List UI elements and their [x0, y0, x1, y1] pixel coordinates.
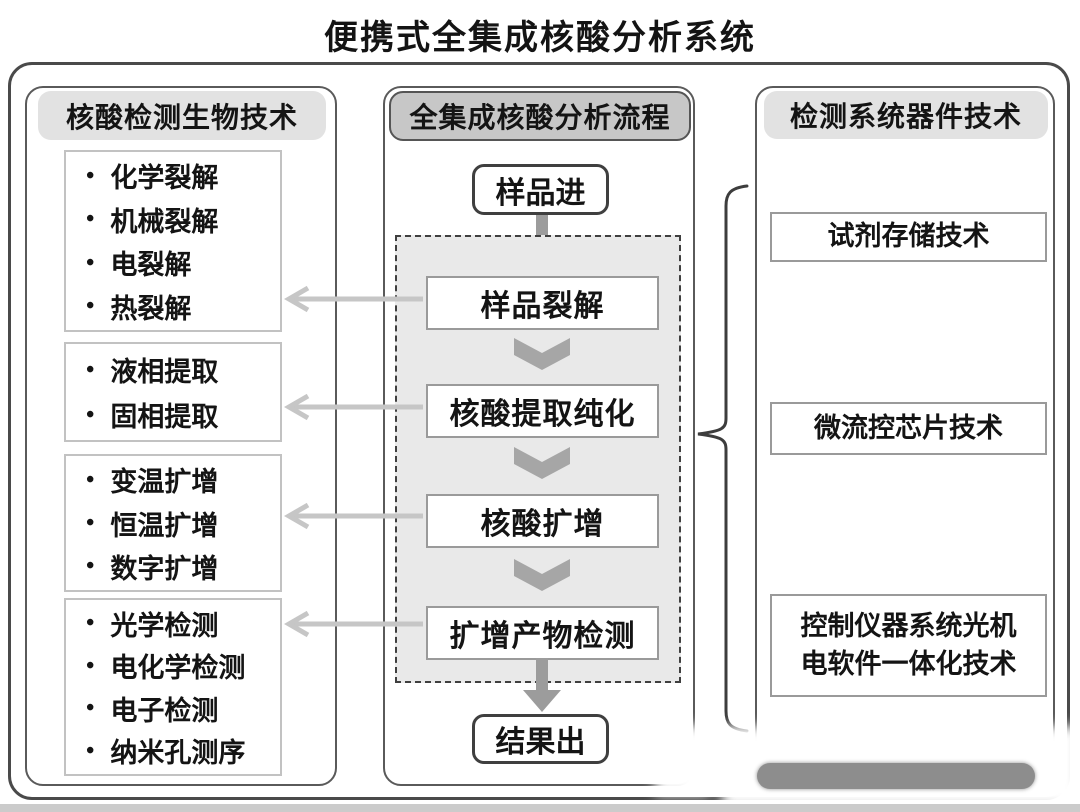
flow-step-product-detection: 扩增产物检测: [426, 606, 659, 660]
list-item: • 电子检测: [86, 689, 280, 728]
device-box-microfluidic-chip: 微流控芯片技术: [770, 402, 1047, 455]
list-item-label: 机械裂解: [110, 206, 219, 237]
link-arrow-left-icon: [284, 393, 423, 421]
link-arrow-left-icon: [284, 610, 423, 638]
list-item: • 电裂解: [86, 243, 280, 282]
curly-brace-icon: [697, 184, 749, 733]
bullet-icon: •: [86, 356, 95, 383]
list-item-label: 电裂解: [110, 250, 192, 281]
watermark-bar: [757, 763, 1035, 789]
panel-analysis-flow: 全集成核酸分析流程 样品进 样品裂解 核酸提取纯化 核酸扩增 扩增产物检测: [383, 86, 695, 786]
bullet-icon: •: [86, 162, 95, 189]
list-item-label: 纳米孔测序: [110, 738, 246, 769]
bullet-icon: •: [86, 737, 95, 764]
bullet-icon: •: [86, 652, 95, 679]
list-item-label: 恒温扩增: [110, 510, 219, 541]
watermark-blur: [655, 725, 710, 795]
group-lysis-methods: • 化学裂解 • 机械裂解 • 电裂解 • 热裂解: [64, 150, 282, 332]
list-item: • 数字扩增: [86, 547, 280, 586]
list-item: • 液相提取: [86, 350, 280, 389]
list-item: • 恒温扩增: [86, 504, 280, 543]
list-item-label: 数字扩增: [110, 553, 219, 584]
flow-step-sample-lysis: 样品裂解: [426, 276, 659, 330]
bullet-icon: •: [86, 401, 95, 428]
flow-end-node: 结果出: [472, 714, 609, 764]
list-item-label: 电化学检测: [110, 653, 246, 684]
chevron-down-icon: [514, 447, 570, 479]
list-item-label: 固相提取: [110, 402, 219, 432]
integrated-process-zone: 样品裂解 核酸提取纯化 核酸扩增 扩增产物检测: [395, 235, 681, 683]
list-item: • 化学裂解: [86, 156, 280, 195]
device-box-integrated-optomechatronics: 控制仪器系统光机电软件一体化技术: [770, 594, 1047, 697]
panel-device-technologies-header: 检测系统器件技术: [764, 91, 1048, 139]
link-arrow-left-icon: [284, 502, 423, 530]
group-detection-methods: • 光学检测 • 电化学检测 • 电子检测 • 纳米孔测序: [64, 598, 282, 776]
group-amplification-methods: • 变温扩增 • 恒温扩增 • 数字扩增: [64, 454, 282, 592]
bottom-strip: [0, 804, 1080, 812]
list-item-label: 光学检测: [110, 610, 219, 641]
list-item: • 机械裂解: [86, 200, 280, 239]
flow-step-amplification: 核酸扩增: [426, 494, 659, 548]
bullet-icon: •: [86, 206, 95, 233]
list-item: • 光学检测: [86, 604, 280, 643]
bullet-icon: •: [86, 249, 95, 276]
group-extraction-methods: • 液相提取 • 固相提取: [64, 342, 282, 442]
list-item-label: 变温扩增: [110, 467, 219, 498]
panel-bio-techniques: 核酸检测生物技术 • 化学裂解 • 机械裂解 • 电裂解 • 热裂解 • 液相提取 • 固相…: [25, 86, 337, 786]
chevron-down-icon: [514, 338, 570, 370]
bullet-icon: •: [86, 553, 95, 580]
list-item-label: 热裂解: [110, 293, 192, 324]
bullet-icon: •: [86, 466, 95, 493]
bullet-icon: •: [86, 293, 95, 320]
list-item: • 变温扩增: [86, 460, 280, 499]
bullet-icon: •: [86, 610, 95, 637]
page-title: 便携式全集成核酸分析系统: [324, 20, 756, 57]
link-arrow-left-icon: [284, 285, 423, 313]
list-item: • 固相提取: [86, 395, 280, 434]
bullet-icon: •: [86, 510, 95, 536]
flow-start-node: 样品进: [472, 164, 609, 215]
list-item: • 纳米孔测序: [86, 731, 280, 770]
flow-step-extraction-purification: 核酸提取纯化: [426, 384, 659, 438]
panel-device-technologies: 检测系统器件技术 试剂存储技术 微流控芯片技术 控制仪器系统光机电软件一体化技术: [755, 86, 1055, 786]
panel-analysis-flow-header: 全集成核酸分析流程: [389, 91, 691, 141]
list-item-label: 化学裂解: [110, 163, 219, 194]
list-item: • 电化学检测: [86, 646, 280, 685]
bullet-icon: •: [86, 695, 95, 722]
chevron-down-icon: [514, 559, 570, 591]
device-box-reagent-storage: 试剂存储技术: [770, 212, 1047, 262]
list-item-label: 液相提取: [110, 357, 219, 387]
list-item-label: 电子检测: [110, 695, 219, 726]
list-item: • 热裂解: [86, 287, 280, 326]
flow-arrow-down-icon: [523, 658, 561, 712]
panel-bio-techniques-header: 核酸检测生物技术: [38, 91, 326, 140]
